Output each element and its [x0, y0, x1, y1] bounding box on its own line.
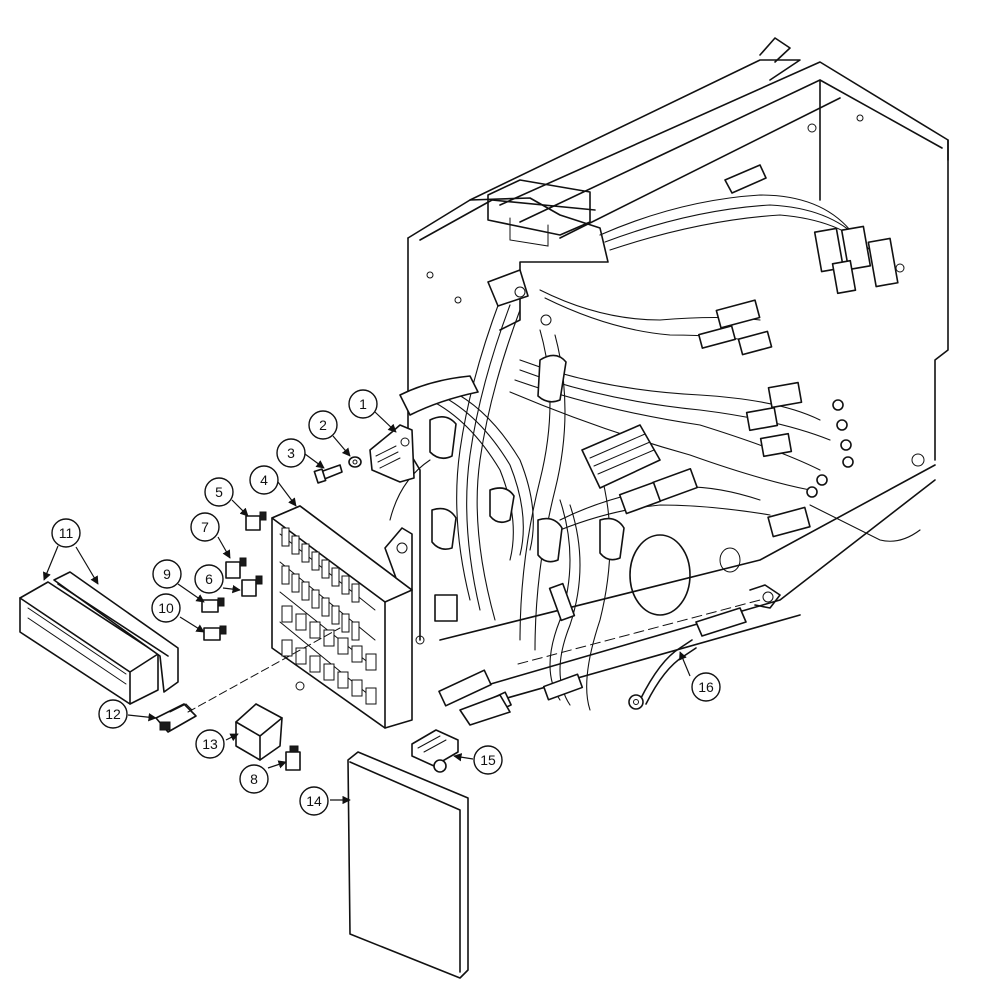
part-12-clip	[155, 703, 197, 733]
svg-text:15: 15	[480, 752, 496, 768]
part-14-cover-panel	[347, 751, 469, 979]
part-2-washer	[348, 456, 362, 468]
callout-7: 7	[190, 512, 220, 542]
part-6-fuse	[241, 575, 263, 597]
svg-text:7: 7	[201, 519, 209, 535]
console-housing	[407, 37, 949, 701]
part-13-relay	[235, 703, 283, 761]
callout-13: 13	[195, 729, 225, 759]
callout-15: 15	[473, 745, 503, 775]
part-8-fuse	[285, 745, 301, 771]
svg-text:8: 8	[250, 771, 258, 787]
part-7-fuse	[225, 557, 247, 579]
callout-12: 12	[98, 699, 128, 729]
svg-text:16: 16	[698, 679, 714, 695]
svg-text:6: 6	[205, 571, 213, 587]
svg-text:4: 4	[260, 472, 268, 488]
part-1-bracket	[369, 424, 415, 483]
svg-text:10: 10	[158, 600, 174, 616]
callout-14: 14	[299, 786, 329, 816]
callout-5: 5	[204, 477, 234, 507]
svg-text:5: 5	[215, 484, 223, 500]
part-9-fuse	[201, 597, 225, 613]
callout-16: 16	[691, 672, 721, 702]
svg-text:12: 12	[105, 706, 121, 722]
part-10-fuse	[203, 625, 227, 641]
svg-text:13: 13	[202, 736, 218, 752]
callout-4: 4	[249, 465, 279, 495]
wiring-harness	[389, 164, 921, 726]
assembly-lines	[187, 599, 761, 713]
callout-2: 2	[308, 410, 338, 440]
part-11-covers	[19, 571, 179, 705]
part-5-fuse	[245, 511, 267, 531]
callout-3: 3	[276, 438, 306, 468]
svg-text:14: 14	[306, 793, 322, 809]
callout-leaders	[42, 411, 691, 805]
svg-text:9: 9	[163, 566, 171, 582]
part-16-ground-strap	[628, 607, 747, 710]
callout-8: 8	[239, 764, 269, 794]
callout-6: 6	[194, 564, 224, 594]
svg-text:2: 2	[319, 417, 327, 433]
callout-1: 1	[348, 389, 378, 419]
part-15-connector	[411, 729, 459, 773]
svg-text:1: 1	[359, 396, 367, 412]
callout-10: 10	[151, 593, 181, 623]
callout-11: 11	[51, 518, 81, 548]
part-4-fuse-box	[271, 505, 413, 729]
svg-text:11: 11	[59, 525, 74, 541]
svg-text:3: 3	[287, 445, 295, 461]
callout-9: 9	[152, 559, 182, 589]
part-3-screw	[313, 464, 343, 484]
